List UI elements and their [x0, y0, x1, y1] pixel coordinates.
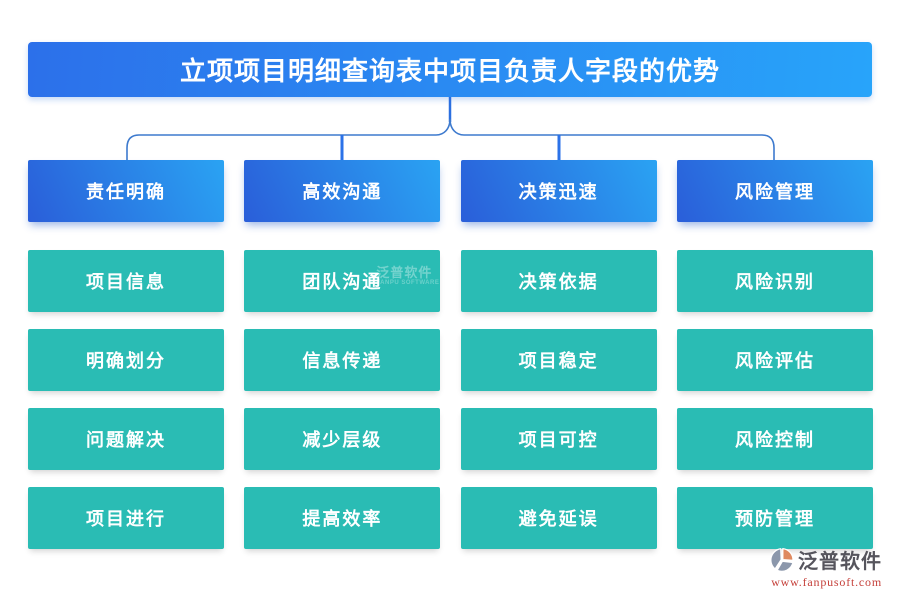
column-header-decision: 决策迅速 [460, 160, 657, 222]
advantage-cell: 信息传递 [244, 329, 441, 391]
advantage-cell-label: 项目信息 [86, 272, 166, 292]
watermark: 泛普软件 FANPU SOFTWARE [376, 265, 446, 287]
advantage-cell-label: 问题解决 [86, 430, 166, 450]
advantage-cell: 明确划分 [28, 329, 224, 391]
advantage-cell-label: 项目稳定 [518, 351, 599, 371]
watermark-subtext: FANPU SOFTWARE [376, 280, 440, 287]
advantage-cell-label: 项目进行 [86, 509, 166, 529]
advantage-cell-label: 避免延误 [518, 509, 599, 529]
advantage-cell: 避免延误 [460, 487, 657, 549]
page-title-text: 立项项目明细查询表中项目负责人字段的优势 [179, 56, 720, 86]
advantage-cell-label: 决策依据 [518, 272, 599, 292]
advantage-cell: 项目信息 [28, 250, 224, 312]
page-title: 立项项目明细查询表中项目负责人字段的优势 [28, 42, 872, 97]
advantage-cell-label: 减少层级 [302, 430, 383, 450]
advantage-cell-label: 预防管理 [734, 509, 815, 529]
advantage-grid: 项目信息 团队沟通 泛普软件 FANPU SOFTWARE 决策依据 风险识别 … [28, 250, 873, 549]
advantage-cell-label: 风险控制 [734, 430, 815, 450]
column-header-responsibility: 责任明确 [28, 160, 224, 222]
advantage-cell: 风险识别 [676, 250, 873, 312]
column-header-communication: 高效沟通 [244, 160, 441, 222]
advantage-cell: 项目稳定 [460, 329, 657, 391]
column-header-label: 风险管理 [734, 182, 815, 202]
advantage-cell: 预防管理 [676, 487, 873, 549]
brand-name: 泛普软件 [798, 551, 882, 573]
watermark-text: 泛普软件 [376, 265, 433, 280]
advantage-cell-label: 明确划分 [86, 351, 166, 371]
advantage-cell-label: 团队沟通 [302, 272, 383, 292]
brand-url: www.fanpusoft.com [771, 575, 882, 589]
advantage-cell: 项目进行 [28, 487, 224, 549]
advantage-cell-label: 信息传递 [302, 351, 383, 371]
brand-logo: 泛普软件 www.fanpusoft.com [769, 545, 882, 590]
column-header-label: 责任明确 [86, 182, 166, 202]
advantage-cell: 减少层级 [244, 408, 441, 470]
advantage-cell: 提高效率 [244, 487, 441, 549]
advantage-cell-label: 提高效率 [302, 509, 383, 529]
advantage-cell: 风险控制 [676, 408, 873, 470]
advantage-cell-label: 项目可控 [518, 430, 599, 450]
column-header-label: 高效沟通 [302, 182, 383, 202]
advantage-cell: 风险评估 [676, 329, 873, 391]
advantage-cell-label: 风险识别 [734, 272, 815, 292]
brand-logo-icon [770, 547, 794, 572]
column-headers-row: 责任明确 高效沟通 决策迅速 风险管理 [28, 160, 873, 222]
column-header-label: 决策迅速 [518, 182, 599, 202]
column-header-risk: 风险管理 [676, 160, 873, 222]
advantage-cell: 决策依据 [460, 250, 657, 312]
advantage-cell: 项目可控 [460, 408, 657, 470]
advantage-cell: 问题解决 [28, 408, 224, 470]
brand-row: 泛普软件 [769, 545, 882, 574]
advantage-cell-label: 风险评估 [734, 351, 815, 371]
advantage-cell: 团队沟通 泛普软件 FANPU SOFTWARE [244, 250, 441, 312]
